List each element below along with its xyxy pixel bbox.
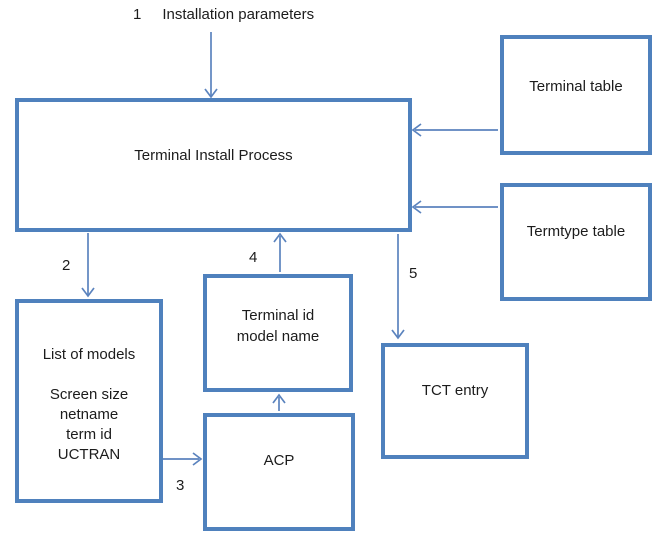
box-list-of-models: List of models Screen size netname term … [15, 299, 163, 503]
arrow-installation-params-to-install-process [204, 32, 218, 99]
step1-label: Installation parameters [162, 6, 315, 23]
arrow-head [192, 452, 203, 466]
box-acp-label: ACP [263, 452, 295, 469]
box-terminal-table-label: Terminal table [529, 77, 623, 95]
arrow-termtype-table-to-install-process [411, 200, 498, 214]
arrow-head [411, 200, 422, 214]
step2-number: 2 [62, 257, 71, 274]
box-terminal-install-process: Terminal Install Process [15, 98, 412, 232]
step4-number: 4 [249, 249, 258, 266]
box-acp: ACP [203, 413, 355, 531]
step1-annotation: 1 Installation parameters [133, 6, 314, 24]
list-item-uctran: UCTRAN [57, 446, 121, 463]
list-item-screen-size: Screen size [49, 386, 129, 403]
arrow-head [81, 287, 95, 298]
arrow-acp-to-terminal-id [272, 393, 286, 411]
box-terminal-id-line2: model name [236, 328, 320, 345]
box-termtype-table: Termtype table [500, 183, 652, 301]
box-tct-entry-label: TCT entry [421, 382, 489, 399]
box-terminal-id-model-name: Terminal id model name [203, 274, 353, 392]
arrow-install-process-to-tct-entry [391, 234, 405, 340]
list-item-netname: netname [59, 406, 119, 423]
arrow-head [411, 123, 422, 137]
arrow-head [272, 393, 286, 404]
arrow-terminal-id-to-install-process [273, 232, 287, 272]
arrow-head [273, 232, 287, 243]
arrow-head [204, 88, 218, 99]
arrow-list-of-models-to-acp [163, 452, 203, 466]
step1-number: 1 [133, 6, 142, 23]
box-tct-entry: TCT entry [381, 343, 529, 459]
box-list-of-models-title: List of models [42, 346, 136, 363]
list-item-term-id: term id [66, 426, 112, 443]
box-terminal-install-process-label: Terminal Install Process [134, 147, 293, 164]
step3-number: 3 [176, 477, 185, 494]
box-terminal-table: Terminal table [500, 35, 652, 155]
arrow-head [391, 329, 405, 340]
arrow-install-process-to-list-of-models [81, 233, 95, 298]
box-termtype-table-label: Termtype table [526, 223, 626, 240]
arrow-terminal-table-to-install-process [411, 123, 498, 137]
step5-number: 5 [409, 265, 418, 282]
box-terminal-id-line1: Terminal id [241, 307, 315, 324]
